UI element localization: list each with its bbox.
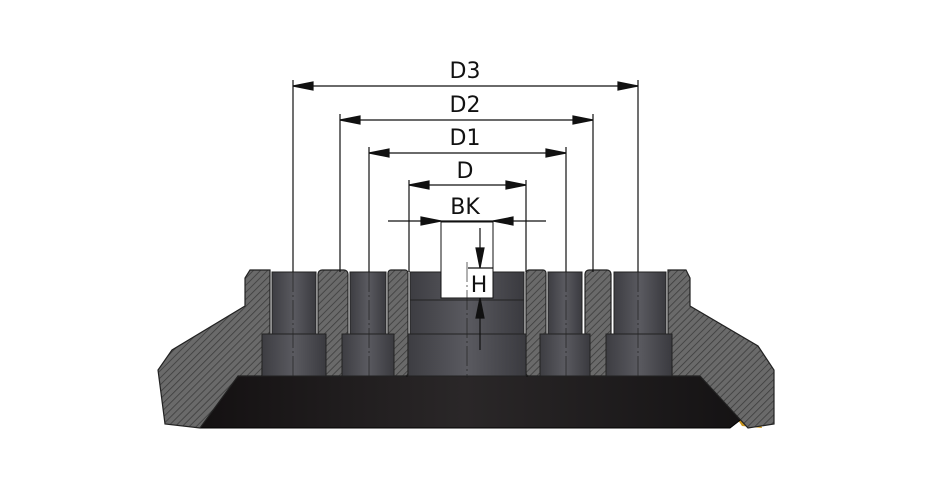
label-d1: D1	[450, 126, 481, 151]
counterbores	[261, 271, 673, 377]
cutter-base	[181, 375, 749, 429]
label-d2: D2	[450, 93, 481, 118]
label-d3: D3	[450, 59, 481, 84]
label-h: H	[471, 273, 488, 298]
centerlines	[292, 262, 639, 378]
label-d: D	[457, 159, 474, 184]
dimension-lines	[292, 80, 639, 350]
label-bk: BK	[450, 195, 480, 220]
